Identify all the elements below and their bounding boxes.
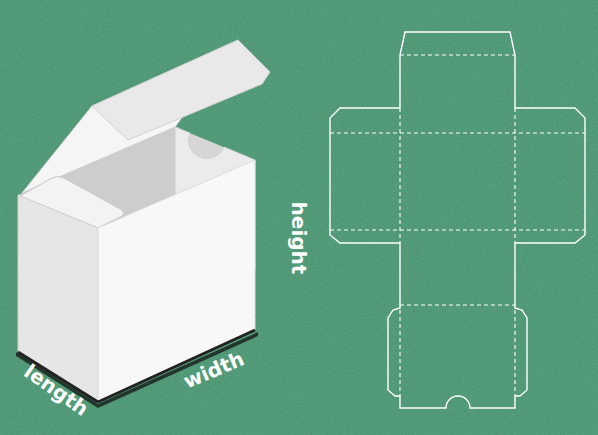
box-dieline <box>330 32 585 408</box>
dimension-label: height <box>289 202 309 275</box>
open-box <box>16 40 270 408</box>
